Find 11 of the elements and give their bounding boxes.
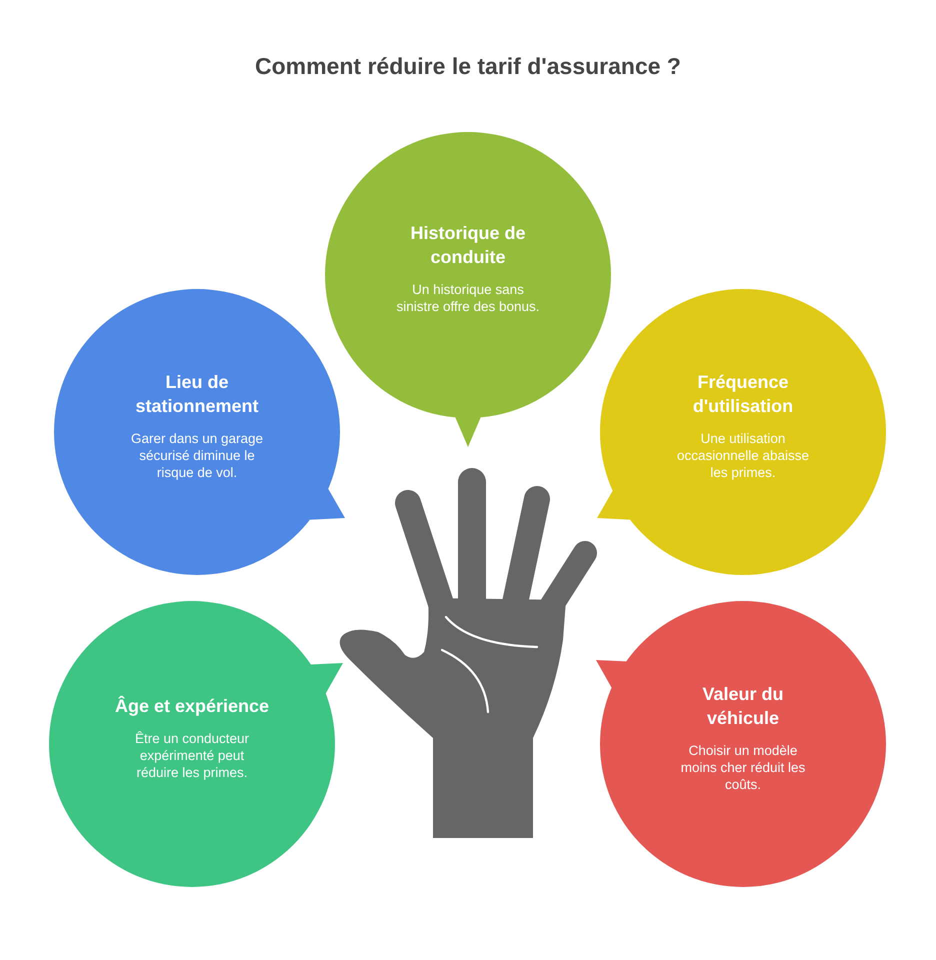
bubble-text: Garer dans un garage sécurisé diminue le risque de vol. <box>130 430 264 480</box>
bubble-heading: Fréquence d'utilisation <box>692 370 794 418</box>
title: Comment réduire le tarif d'assurance ? <box>255 53 681 80</box>
bubble-heading: Historique de conduite <box>409 222 526 269</box>
bubble-text: Un historique sans sinistre offre des bonus. <box>395 281 541 315</box>
bubble-text: Une utilisation occasionnelle abaisse les primes. <box>676 430 810 480</box>
bubble-text: Choisir un modèle moins cher réduit les coûts. <box>680 742 806 792</box>
bubble-text: Être un conducteur expérimenté peut réduire les primes. <box>134 730 250 780</box>
bubble-heading: Âge et expérience <box>114 694 270 718</box>
bubble-heading: Valeur du véhicule <box>701 682 785 730</box>
bubble-heading: Lieu de stationnement <box>134 370 260 418</box>
